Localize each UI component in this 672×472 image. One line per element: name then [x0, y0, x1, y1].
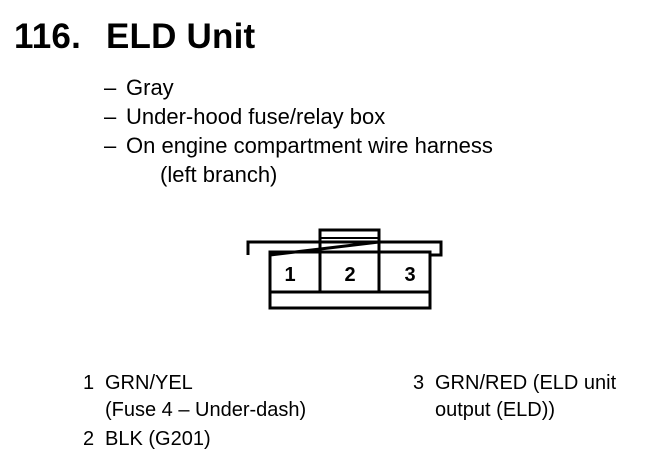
bullet-dash: – [104, 133, 117, 158]
page-title: 116. ELD Unit [14, 17, 255, 57]
detail-harness-branch: (left branch) [160, 162, 278, 187]
pin-1-number: 1 [83, 372, 95, 394]
pin-1-note: (Fuse 4 – Under-dash) [105, 399, 307, 421]
pinout-right-column: 3 GRN/RED (ELD unit output (ELD)) [413, 370, 616, 424]
detail-harness-text: On engine compartment wire harness [126, 133, 493, 158]
connector-pin-1-label: 1 [284, 264, 295, 286]
connector-pin-2-label: 2 [344, 264, 355, 286]
bullet-dash: – [104, 104, 117, 129]
detail-color: –Gray [104, 73, 493, 102]
pin-2-number: 2 [83, 428, 95, 450]
pin-1-entry: 1 GRN/YEL [83, 370, 306, 397]
detail-location: –Under-hood fuse/relay box [104, 102, 493, 131]
component-details: –Gray –Under-hood fuse/relay box –On eng… [104, 73, 493, 189]
section-title: ELD Unit [106, 17, 256, 56]
pin-2-wire: BLK (G201) [105, 428, 211, 450]
connector-pin-2-cell [318, 240, 381, 294]
detail-color-text: Gray [126, 75, 174, 100]
connector-pin-3-label: 3 [404, 264, 415, 286]
detail-harness: –On engine compartment wire harness [104, 131, 493, 160]
detail-location-text: Under-hood fuse/relay box [126, 104, 386, 129]
pinout-left-column: 1 GRN/YEL (Fuse 4 – Under-dash) 2 BLK (G20… [83, 370, 306, 453]
section-number: 116. [14, 17, 81, 56]
pin-3-entry: 3 GRN/RED (ELD unit [413, 370, 616, 397]
pin-3-number: 3 [413, 372, 425, 394]
pin-1-wire: GRN/YEL [105, 372, 193, 394]
pin-2-entry: 2 BLK (G201) [83, 426, 306, 453]
pin-3-wire: GRN/RED (ELD unit [435, 372, 617, 394]
connector-lock-tab [318, 228, 381, 244]
connector-diagram: 1 2 3 [246, 228, 443, 310]
bullet-dash: – [104, 75, 117, 100]
pin-3-note: output (ELD)) [435, 399, 556, 421]
